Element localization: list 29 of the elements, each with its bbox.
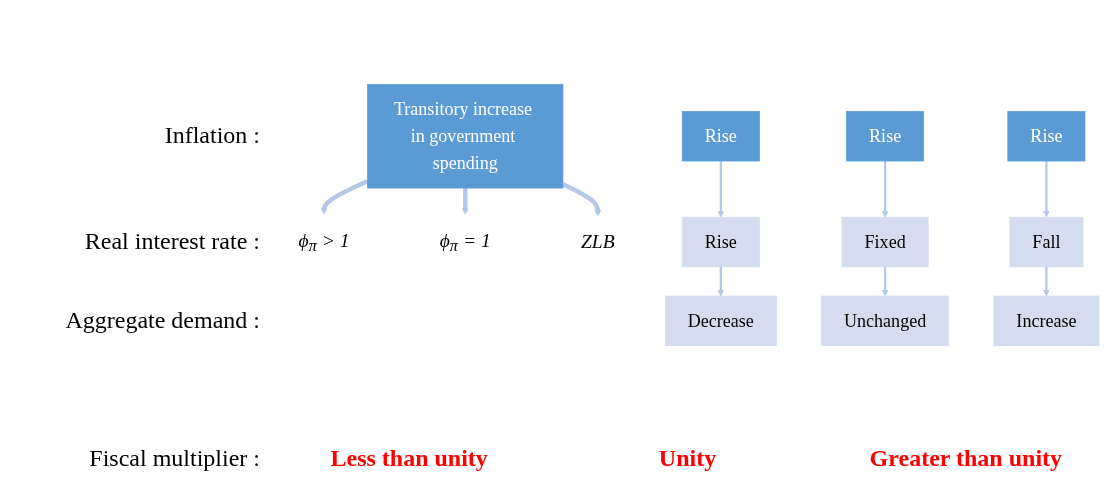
node-box: Fall: [1009, 216, 1084, 268]
node-box: Increase: [993, 295, 1100, 346]
result-text: Unity: [657, 445, 718, 472]
node-text: ZLB: [580, 231, 615, 253]
node-box: Rise: [1007, 111, 1086, 162]
node-box: Rise: [846, 111, 925, 162]
arrow: [717, 266, 725, 297]
result-text: Less than unity: [329, 445, 489, 472]
arrow: [881, 266, 889, 297]
node-box: Rise: [681, 111, 760, 162]
row-label: Fiscal multiplier :: [88, 445, 261, 472]
node-box: Rise: [681, 216, 760, 268]
node-box: Transitory increase in government spending: [367, 84, 564, 189]
arrow: [881, 161, 889, 218]
row-label: Real interest rate :: [84, 228, 260, 256]
arrow: [1043, 161, 1050, 218]
arrow: [1043, 266, 1050, 297]
node-text: ϕ$_{π}$ > 1: [298, 229, 350, 256]
node-box: Fixed: [841, 216, 929, 268]
node-box: Unchanged: [821, 295, 950, 346]
row-label: Aggregate demand :: [65, 306, 260, 334]
arrow: [320, 179, 369, 215]
arrow: [461, 188, 469, 215]
arrow: [717, 161, 725, 218]
node-box: Decrease: [664, 295, 777, 346]
node-text: ϕ$_{π}$ = 1: [439, 229, 491, 256]
row-label: Inflation :: [164, 122, 260, 150]
result-text: Greater than unity: [868, 445, 1064, 472]
arrow: [561, 182, 602, 217]
